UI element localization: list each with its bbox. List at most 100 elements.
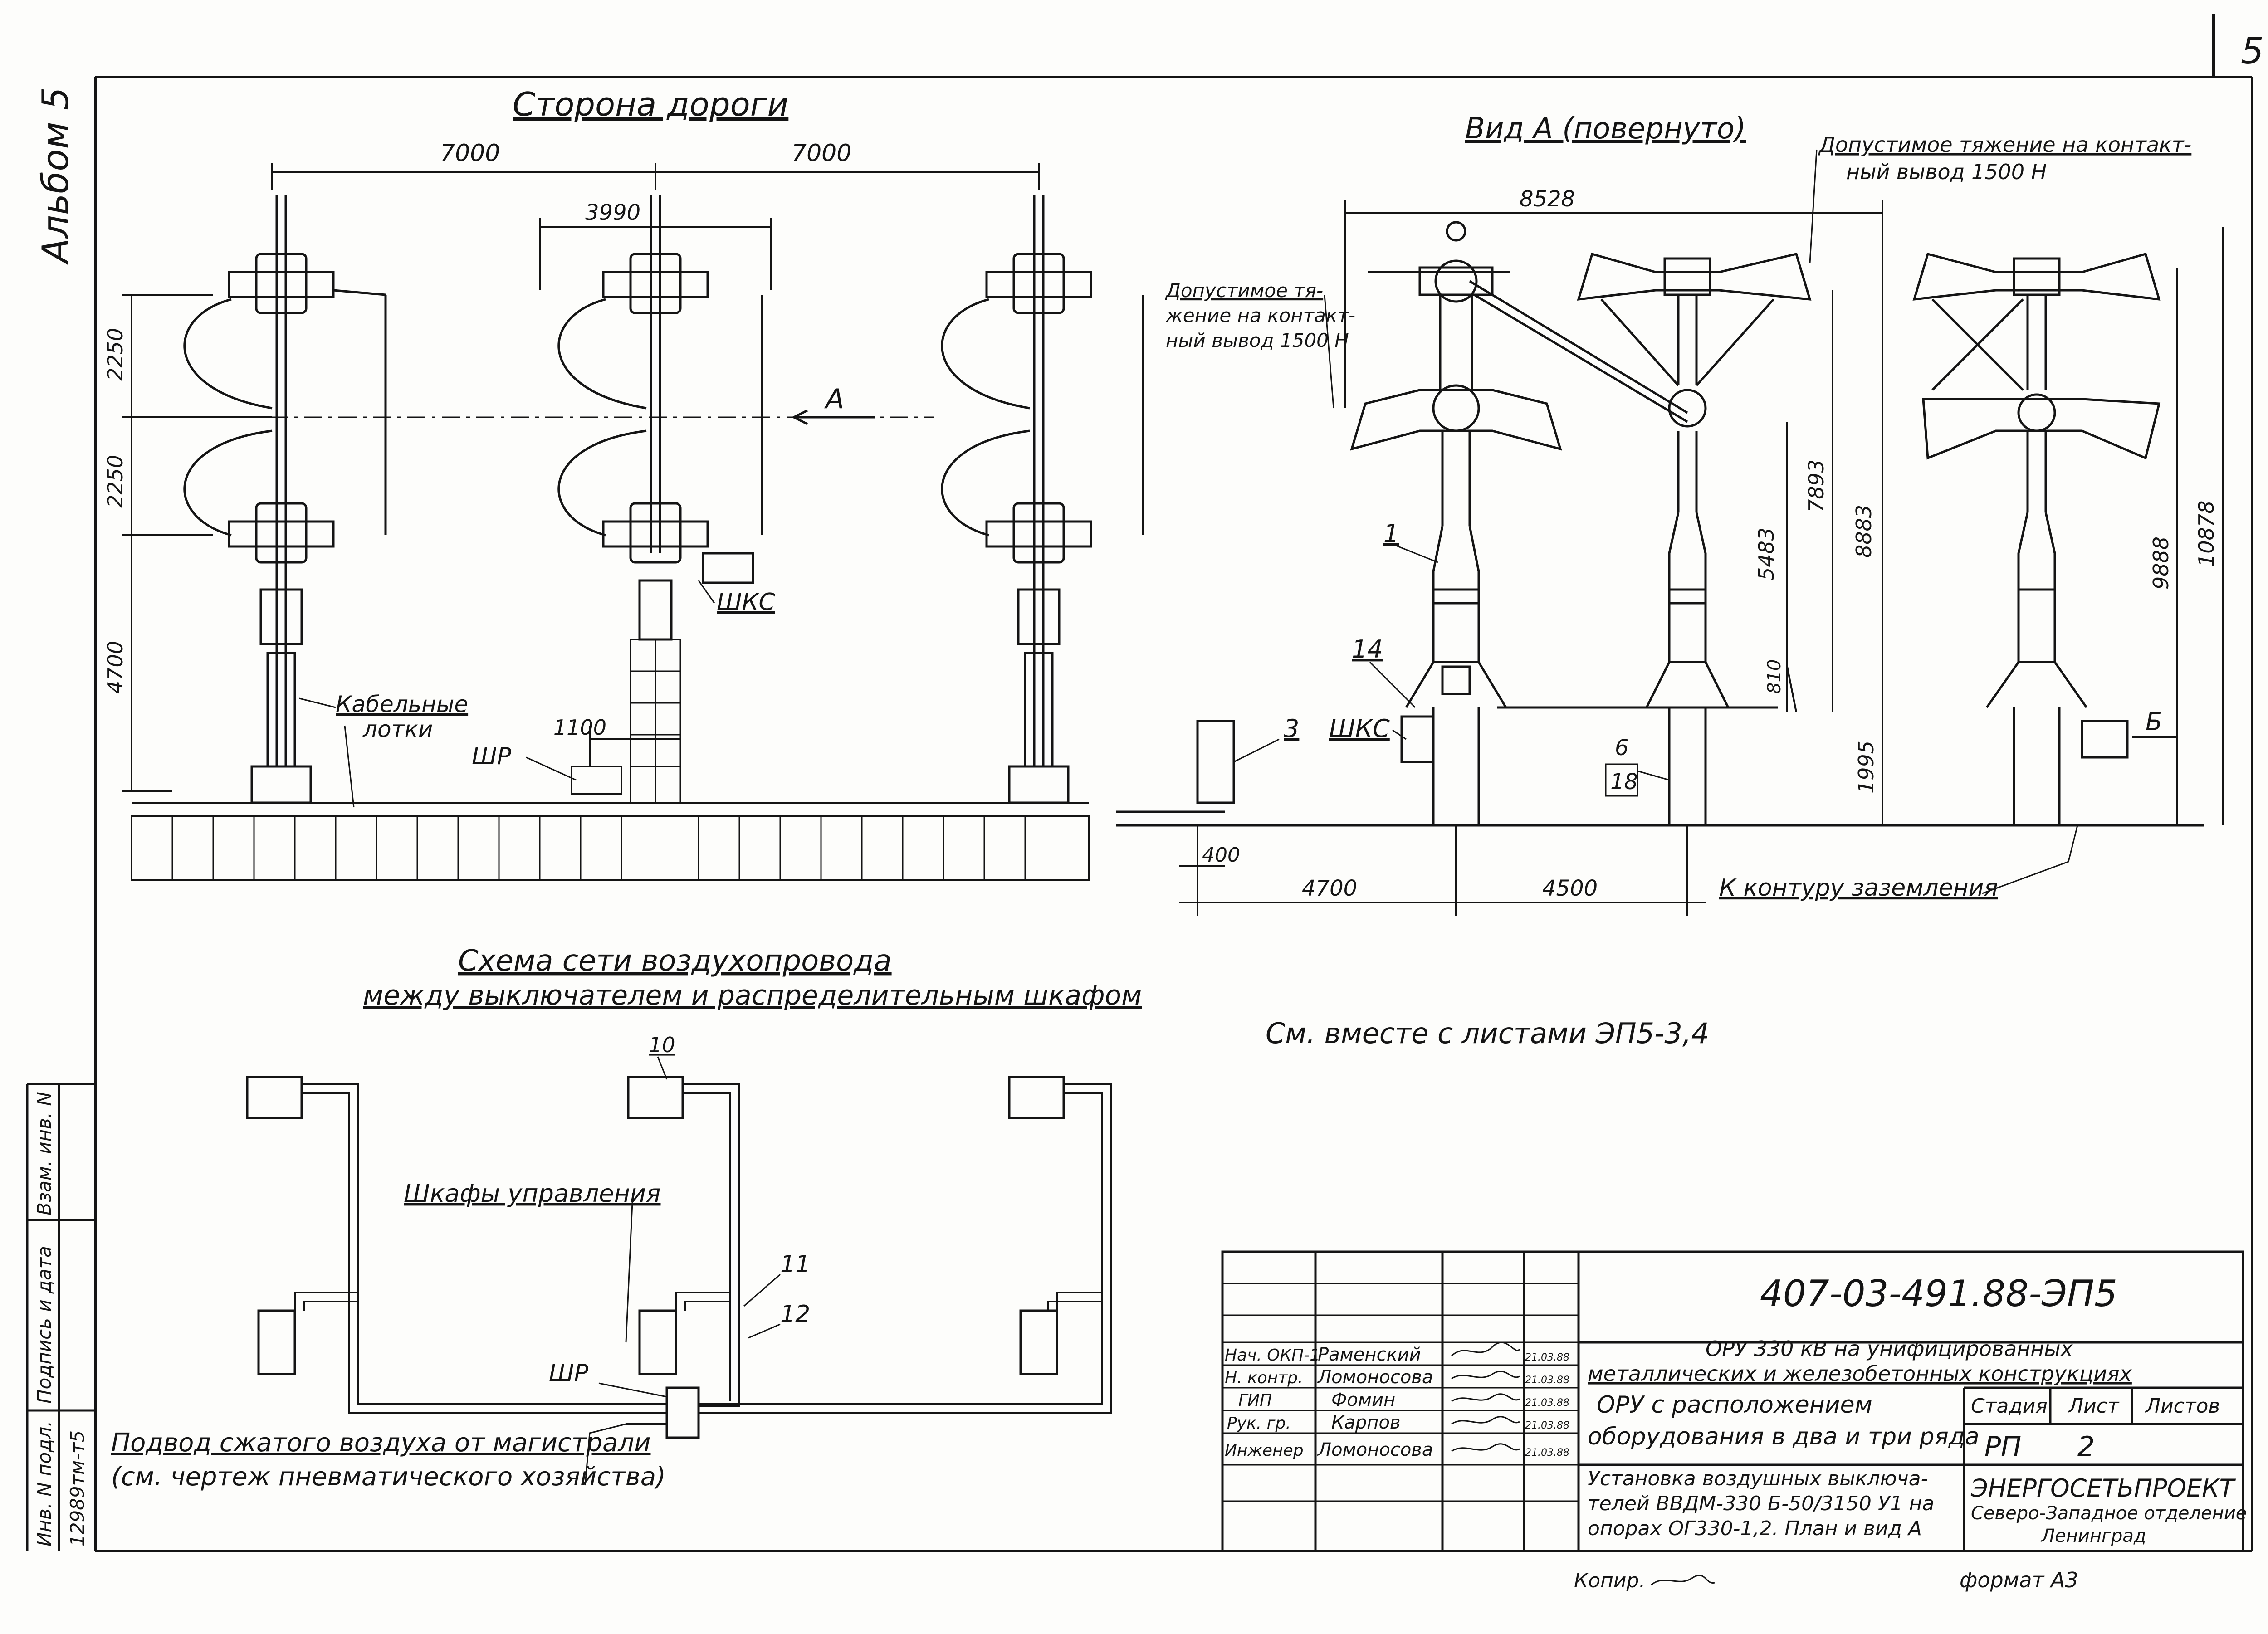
sign-date-label: Подпись и дата [33,1246,55,1404]
staff-name-3: Карпов [1331,1412,1401,1433]
control-cabinets-label: Шкафы управления [404,1179,661,1208]
label-shr-plan: ШР [472,743,512,770]
pole-middle [1577,252,1812,825]
sheet-frame [94,14,2253,1552]
document-code: 407-03-491.88-ЭП5 [1760,1273,2117,1315]
staff-date-1: 21.03.88 [1525,1375,1569,1386]
tension-top-2: ный вывод 1500 Н [1846,160,2047,184]
pole-right [1912,252,2161,825]
leader-pos-11 [743,1273,781,1307]
inv-number: 12989тм-т5 [66,1430,88,1546]
leader-pos-18 [1637,770,1670,781]
leader-grounding [1982,825,2078,894]
staff-role-3: Рук. гр. [1227,1414,1291,1433]
leader-pos-3 [1233,738,1280,763]
title-block: 407-03-491.88-ЭП5 ОРУ 330 кВ на унифицир… [1221,1250,2247,1552]
dim-8528: 8528 [1520,186,1575,212]
staff-date-2: 21.03.88 [1525,1397,1569,1409]
leader-pos-10 [657,1056,668,1080]
subtitle-line-1: ОРУ с расположением [1597,1391,1872,1419]
pos-14: 14 [1352,635,1383,663]
album-label: Альбом 5 [34,87,77,265]
dim-4500: 4500 [1542,876,1598,901]
leader-pos-12 [748,1323,781,1339]
air-pipes [294,1083,1112,1425]
project-line-1: ОРУ 330 кВ на унифицированных [1706,1336,2073,1361]
pos-10: 10 [649,1033,675,1057]
dim-1995: 1995 [1854,741,1878,794]
breaker-unit-3 [941,195,1144,804]
sheet-title-1: Установка воздушных выключа- [1588,1467,1928,1490]
sheet-title-3: опорах ОГ330-1,2. План и вид А [1588,1517,1922,1540]
air-scheme-title-2: между выключателем и распределительным ш… [363,980,1142,1011]
dim-8883: 8883 [1852,505,1876,558]
dim-7893: 7893 [1804,459,1828,512]
label-shkc-plan: ШКС [717,589,776,616]
copied-label: Копир. [1574,1569,1645,1592]
label-b: Б [2146,707,2162,736]
ground-line-view-a [1116,706,2204,827]
copier-signature [1651,1575,1715,1586]
tension-left-1: Допустимое тя- [1165,279,1323,302]
sheet-value: 2 [2077,1431,2095,1463]
view-a: Вид А (повернуто) Допустимое тяжение на … [1116,112,2224,916]
staff-role-1: Н. контр. [1225,1369,1303,1387]
leader-supply [584,1423,626,1486]
pos-18: 18 [1610,769,1638,795]
staff-role-0: Нач. ОКП-1 [1225,1346,1320,1365]
view-a-dims [1786,227,2224,825]
label-shr-scheme: ШР [549,1360,589,1387]
staff-role-2: ГИП [1238,1391,1272,1410]
air-scheme: Схема сети воздухопровода между выключат… [111,944,1142,1492]
inv-repl-label: Взам. инв. N [33,1092,55,1215]
pos-1: 1 [1383,519,1399,548]
pos-18-box [1605,763,1638,797]
dim-4700-a: 4700 [1302,876,1357,901]
tension-left-2: жение на контакт- [1165,304,1355,327]
sheet-title-2: телей ВВДМ-330 Б-50/3150 У1 на [1588,1492,1934,1515]
plan-title: Сторона дороги [513,85,788,123]
cable-trays-label-2: лотки [362,716,433,742]
label-shkc-view-a: ШКС [1329,714,1390,743]
signatures [1451,1341,1520,1452]
pos-11: 11 [780,1251,810,1278]
org-line-1: ЭНЕРГОСЕТЬПРОЕКТ [1970,1474,2236,1502]
leader-pos-14 [1369,661,1416,708]
dim-1100: 1100 [553,715,606,740]
leader-tension-top [1809,149,1818,263]
support-column [630,639,681,804]
pos-3: 3 [1284,714,1299,743]
pos-12: 12 [780,1301,810,1328]
org-line-3: Ленинград [2040,1526,2146,1546]
sheet-header: Лист [2068,1395,2120,1418]
breaker-unit-1 [183,195,387,804]
supply-line-1: Подвод сжатого воздуха от магистрали [111,1428,650,1458]
note-see-sheets: См. вместе с листами ЭП5-3,4 [1266,1017,1709,1050]
leader-shkc-view-a [1392,729,1407,740]
dim-400: 400 [1202,844,1240,867]
leader-shr-plan [526,756,577,781]
leader-shr-scheme [598,1382,667,1398]
pos-6: 6 [1615,735,1629,761]
dim-lower: 2250 [103,455,127,508]
page-number: 5 [2241,30,2264,72]
dim-9888: 9888 [2149,537,2173,590]
tension-left-3: ный вывод 1500 Н [1166,329,1349,351]
leader-shkc-plan [698,580,715,604]
cable-tray-cells [171,816,1026,880]
air-cabinets [246,1076,1065,1439]
leader-pos-1 [1392,543,1438,563]
dim-810: 810 [1764,659,1785,694]
arrow-a-label: А [824,383,844,415]
leader-trays-a [299,697,336,708]
breaker-unit-2 [557,195,763,641]
subtitle-line-2: оборудования в два и три ряда [1588,1423,1980,1450]
sheets-header: Листов [2145,1395,2220,1418]
tension-top-1: Допустимое тяжение на контакт- [1818,132,2191,157]
staff-date-3: 21.03.88 [1525,1420,1569,1431]
format-label: формат А3 [1960,1568,2078,1592]
leader-control-cabinets [625,1192,634,1343]
dim-span-right: 7000 [792,140,851,167]
